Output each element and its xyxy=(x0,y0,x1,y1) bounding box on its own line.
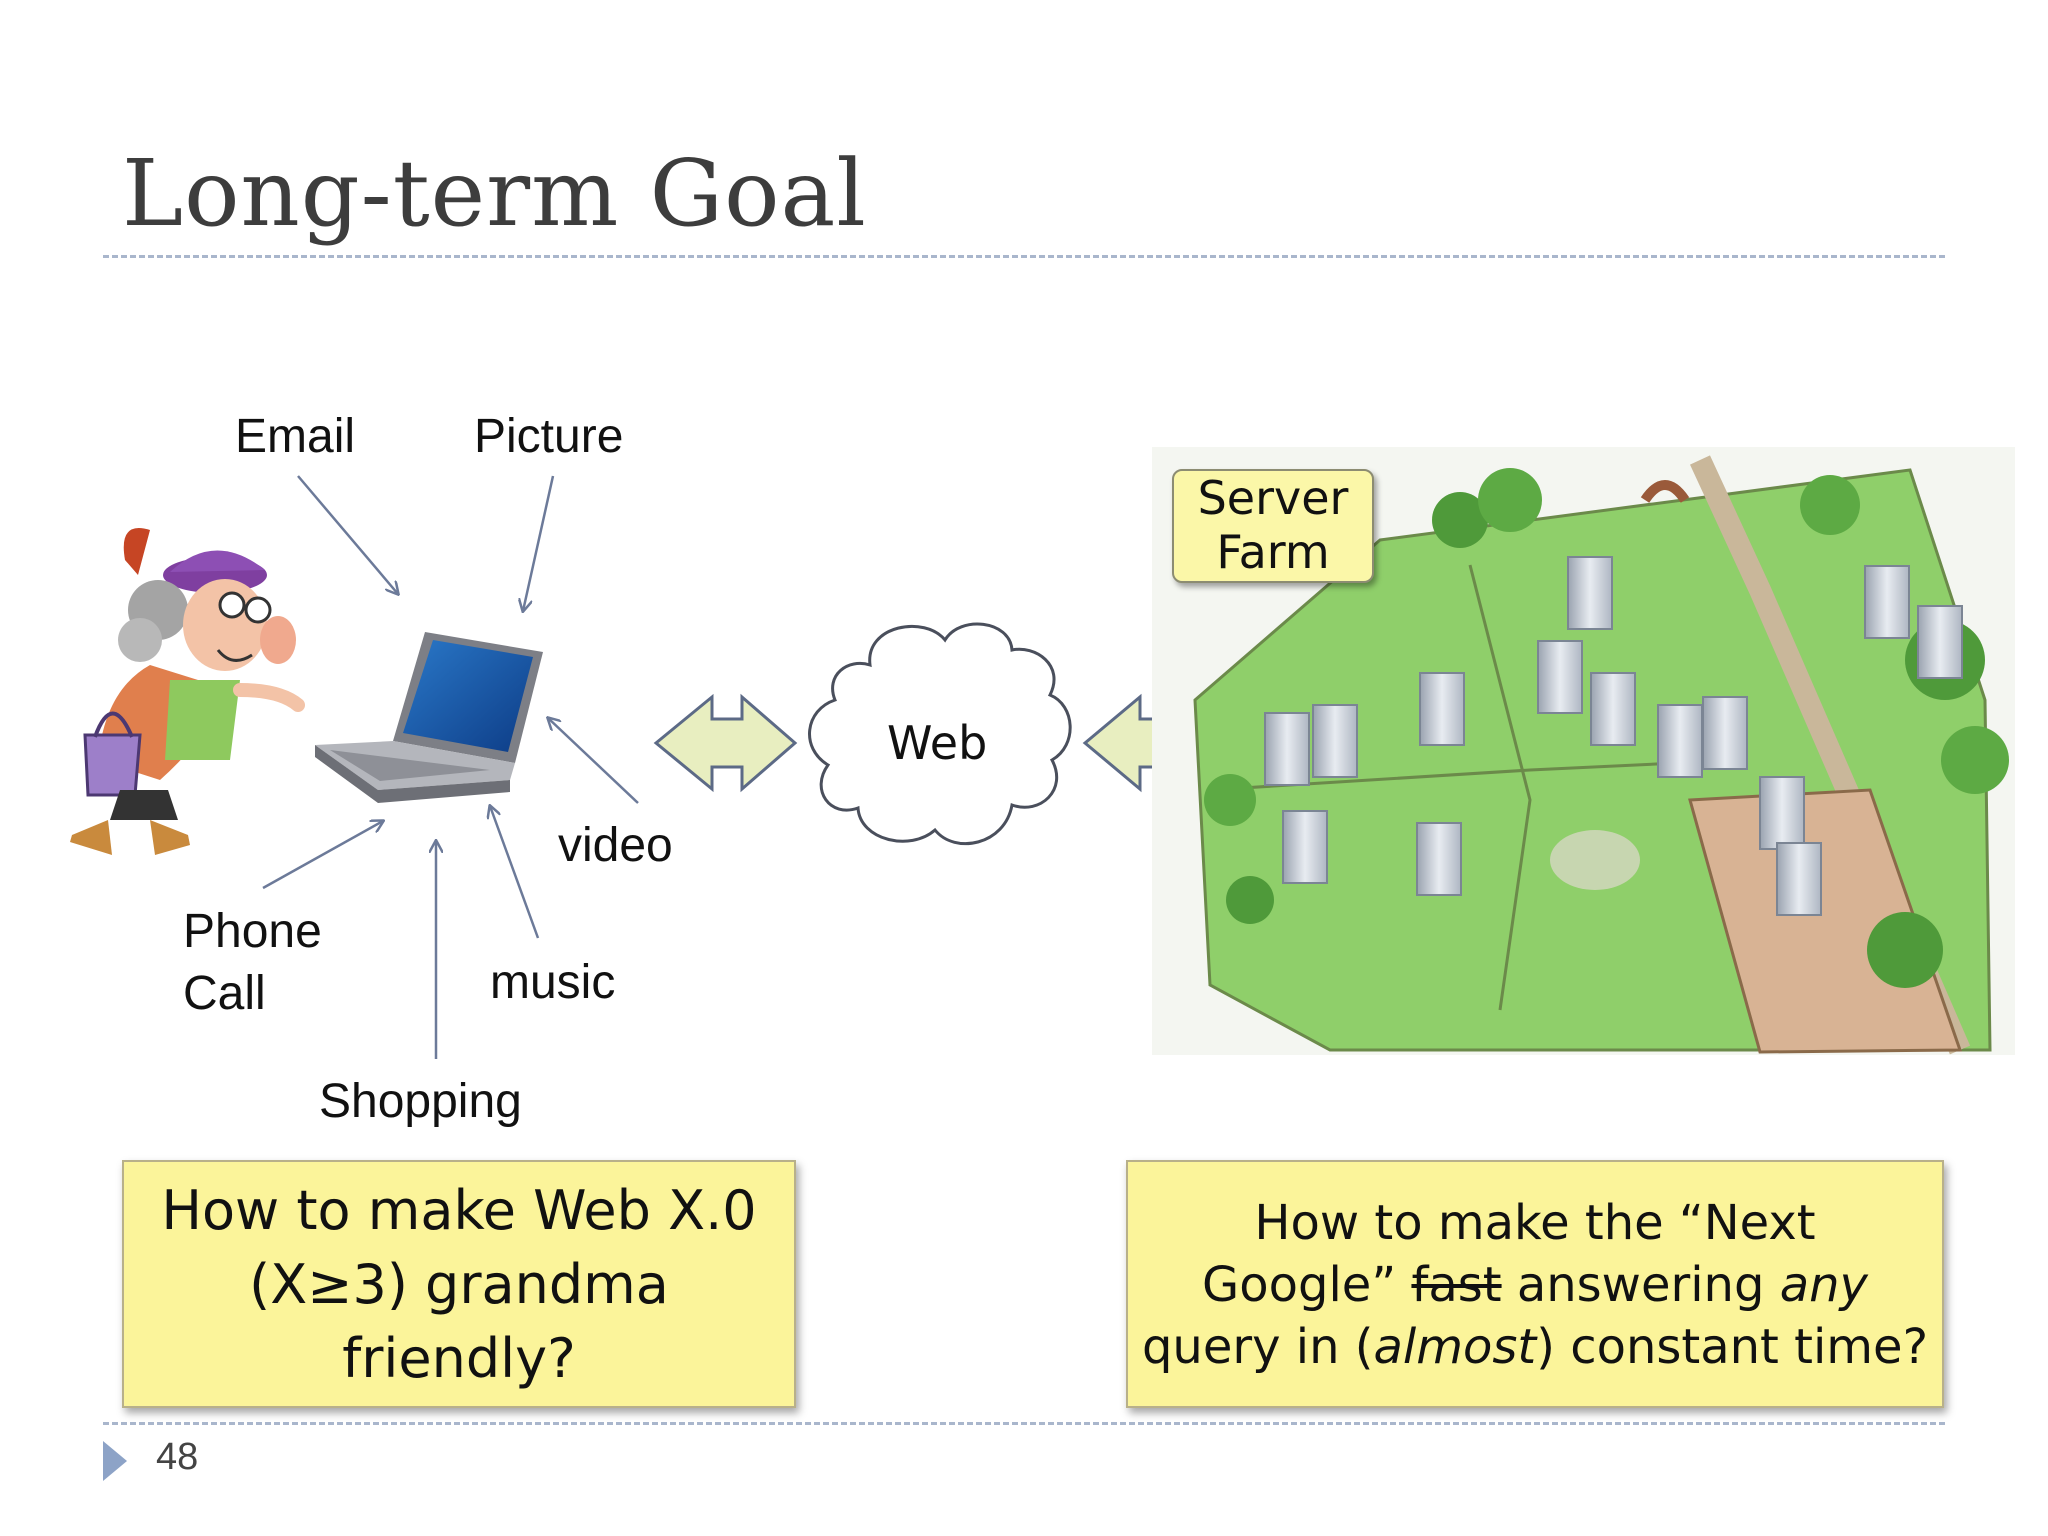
right-note-line2: Google” fast answering any xyxy=(1128,1254,1942,1316)
title-divider xyxy=(103,255,1945,258)
double-arrow-left xyxy=(653,693,798,793)
web-cloud xyxy=(808,622,1072,846)
footer-divider xyxy=(103,1422,1945,1425)
footer-bullet-icon xyxy=(103,1441,127,1481)
grandma-friendly-note: How to make Web X.0 (X≥3) grandma friend… xyxy=(122,1160,796,1408)
page-number: 48 xyxy=(156,1436,199,1478)
right-note-italic-almost: almost xyxy=(1373,1319,1537,1375)
server-farm-line2: Farm xyxy=(1216,525,1330,579)
phone-call-line2: Call xyxy=(183,967,266,1020)
laptop-icon xyxy=(315,632,543,803)
right-note-line2-end: answering xyxy=(1501,1257,1780,1313)
music-arrow xyxy=(490,806,540,939)
server-tower-icons xyxy=(1264,556,1963,916)
picture-label: Picture xyxy=(474,410,624,463)
video-arrow xyxy=(548,718,639,804)
left-note-line2: (X≥3) grandma xyxy=(249,1253,669,1316)
server-farm-line1: Server xyxy=(1197,471,1349,525)
picture-arrow xyxy=(523,475,555,611)
right-note-line3-end: ) constant time? xyxy=(1536,1319,1929,1375)
right-note-strikethrough: fast xyxy=(1411,1257,1502,1313)
phone-call-line1: Phone xyxy=(183,905,322,958)
video-label: video xyxy=(558,819,673,872)
slide-title: Long-term Goal xyxy=(122,140,867,247)
phone-arrow xyxy=(262,821,383,890)
next-google-note: How to make the “Next Google” fast answe… xyxy=(1126,1160,1944,1408)
left-note-line1: How to make Web X.0 xyxy=(161,1179,757,1242)
right-note-line2-start: Google” xyxy=(1202,1257,1412,1313)
email-arrow xyxy=(297,475,398,594)
grandma-illustration xyxy=(70,528,305,855)
music-label: music xyxy=(490,956,616,1009)
server-farm-tag: Server Farm xyxy=(1172,469,1374,583)
right-note-line3-start: query in ( xyxy=(1141,1319,1374,1375)
right-note-line1: How to make the “Next xyxy=(1254,1195,1816,1251)
right-note-line3: query in (almost) constant time? xyxy=(1128,1316,1942,1378)
web-label: Web xyxy=(887,716,988,770)
right-note-italic-any: any xyxy=(1779,1257,1868,1313)
email-label: Email xyxy=(235,410,356,463)
shopping-label: Shopping xyxy=(319,1075,522,1128)
left-note-line3: friendly? xyxy=(342,1327,576,1390)
phone-call-label: Phone Call xyxy=(183,901,322,1025)
